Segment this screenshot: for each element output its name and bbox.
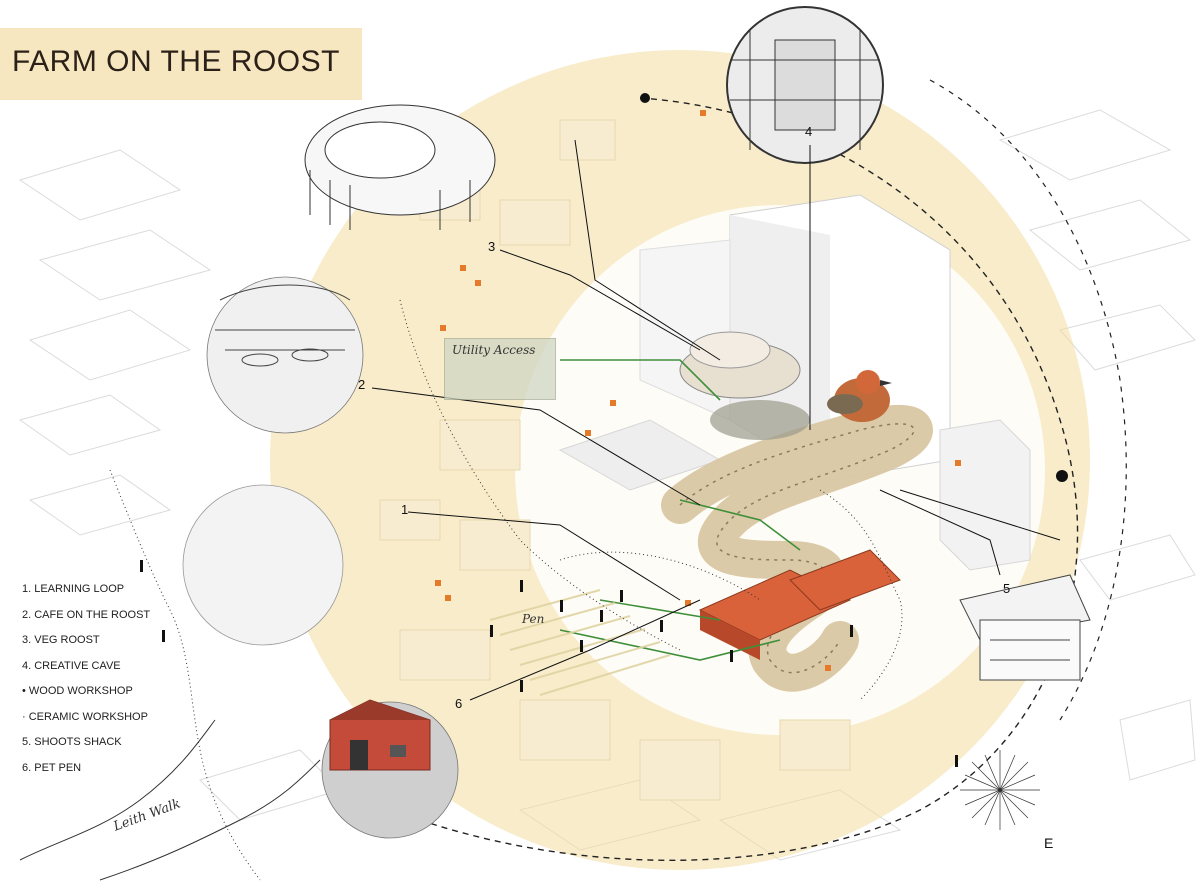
callout-5: 5 — [1003, 581, 1011, 596]
red-barn — [329, 699, 431, 771]
legend-item-pet-pen: 6. PET PEN — [22, 761, 82, 774]
utility-access-panel — [444, 338, 556, 400]
title-band-bg — [0, 28, 362, 100]
orbit-node-top — [640, 93, 650, 103]
people-figures — [140, 560, 958, 767]
cafe-sketch — [215, 284, 355, 367]
shoots-shack-sketch — [959, 574, 1091, 681]
leith-walk-line — [19, 719, 216, 861]
compass-starburst — [960, 750, 1040, 830]
legend-item-shoots-shack: 5. SHOOTS SHACK — [22, 736, 122, 748]
callout-6: 6 — [455, 696, 463, 711]
callout-1: 1 — [401, 502, 409, 517]
context-blocks — [379, 119, 851, 801]
red-roof-building — [698, 549, 901, 660]
bullet-dot-icon: • — [22, 685, 29, 697]
legend-item-veg-roost: 3. VEG ROOST — [22, 634, 100, 646]
veg-roost-sketch — [304, 104, 496, 230]
legend-item-ceramic-workshop-label: CERAMIC WORKSHOP — [28, 710, 148, 723]
legend-item-wood-workshop: • WOOD WORKSHOP — [22, 684, 212, 710]
legend-item-learning-loop: 1. LEARNING LOOP — [22, 583, 125, 595]
legend-item-wood-workshop-label: WOOD WORKSHOP — [28, 685, 133, 697]
legend-item-creative-cave: 4. CREATIVE CAVE — [22, 659, 121, 672]
legend-item-ceramic-workshop: · CERAMIC WORKSHOP — [22, 710, 212, 736]
callout-2: 2 — [358, 377, 366, 392]
pen-label: Pen — [522, 612, 545, 626]
orbit-node-right — [1056, 470, 1068, 482]
vignette-learning-loop — [182, 484, 344, 646]
leader-lines — [371, 139, 1061, 701]
utility-access-label: Utility Access — [452, 343, 536, 357]
legend-item-cafe: 2. CAFE ON THE ROOST — [22, 608, 151, 621]
callout-3: 3 — [488, 239, 496, 254]
legend: 1. LEARNING LOOP 2. CAFE ON THE ROOST 3.… — [22, 582, 212, 786]
callout-4: 4 — [805, 124, 813, 139]
robin-icon — [827, 370, 892, 422]
compass-east-label: E — [1044, 835, 1054, 851]
page-title: FARM ON THE ROOST — [12, 45, 340, 78]
small-dot-icon: · — [22, 710, 29, 723]
veg-roost-dome — [679, 331, 810, 440]
creative-cave-sketch — [730, 30, 880, 150]
dotted-trails — [109, 299, 903, 881]
vignette-cafe — [206, 276, 364, 434]
